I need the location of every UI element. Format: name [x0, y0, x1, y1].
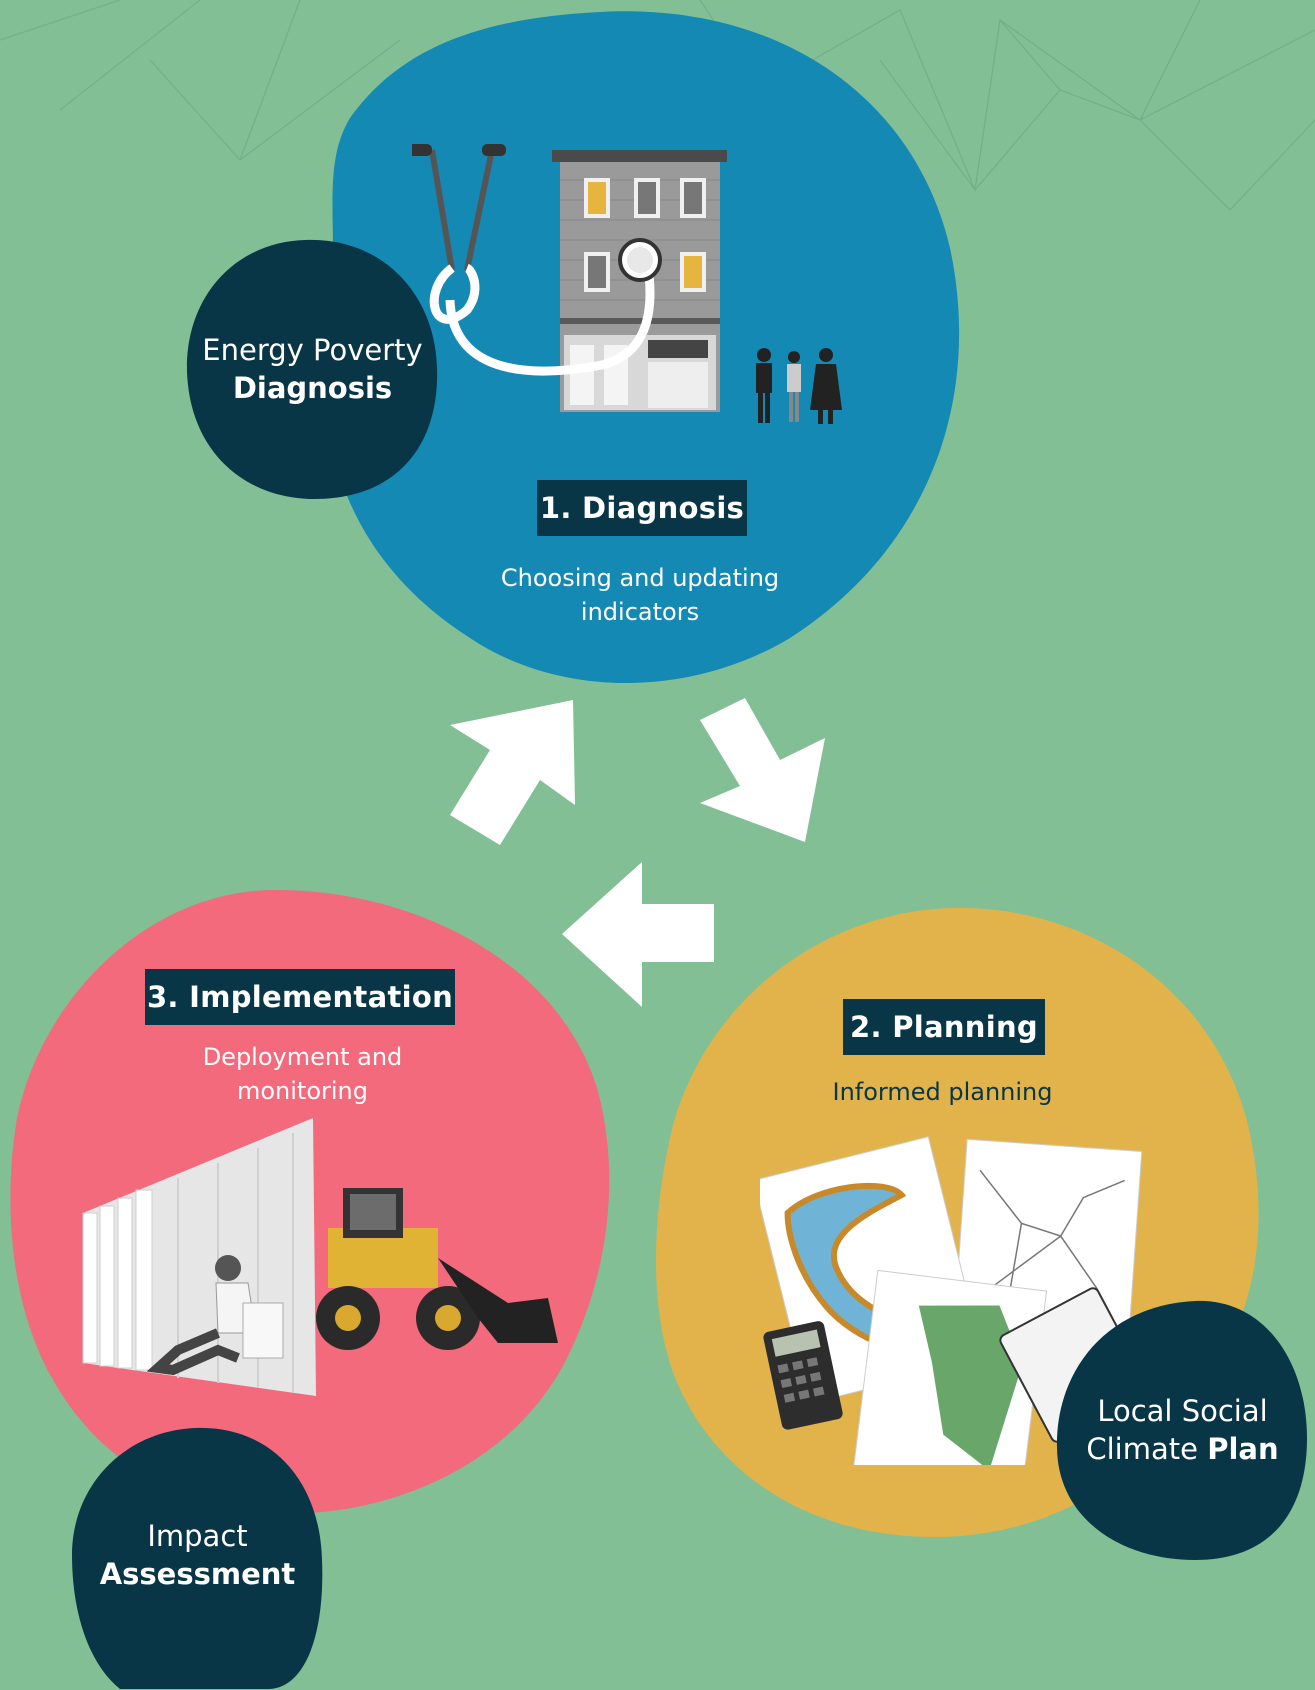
- arrow-planning-to-implementation: [562, 862, 714, 1007]
- outcome-plan-line2-bold: Plan: [1207, 1432, 1279, 1466]
- outcome-diagnosis-line1: Energy Poverty: [202, 333, 423, 367]
- stage-subtitle-implementation: Deployment and monitoring: [130, 1040, 475, 1108]
- maps-calculator-illustration: [760, 1136, 1151, 1465]
- outcome-assessment-line2: Assessment: [99, 1557, 296, 1591]
- stage-title-planning: 2. Planning: [843, 999, 1045, 1055]
- outcome-label-diagnosis: Energy Poverty Diagnosis: [185, 331, 440, 407]
- implementation-subtitle-line1: Deployment and: [202, 1043, 403, 1071]
- outcome-assessment-line1: Impact: [147, 1519, 248, 1553]
- outcome-plan-line2-regular: Climate: [1086, 1432, 1198, 1466]
- stage-title-diagnosis: 1. Diagnosis: [537, 480, 747, 536]
- implementation-subtitle-line2: monitoring: [236, 1077, 368, 1105]
- stethoscope-house-illustration: [412, 144, 842, 424]
- insulation-loader-illustration: [82, 1118, 558, 1396]
- outcome-blob-assessment: [72, 1427, 323, 1689]
- diagnosis-subtitle-line1: Choosing and updating: [500, 564, 780, 592]
- stage-subtitle-diagnosis: Choosing and updating indicators: [450, 561, 830, 629]
- outcome-blob-diagnosis: [186, 239, 438, 499]
- outcome-diagnosis-line2: Diagnosis: [232, 371, 393, 405]
- outcome-label-assessment: Impact Assessment: [70, 1517, 325, 1593]
- stage-title-implementation: 3. Implementation: [145, 969, 455, 1025]
- arrow-implementation-to-diagnosis: [450, 700, 575, 845]
- arrow-diagnosis-to-planning: [700, 698, 825, 842]
- stage-subtitle-planning: Informed planning: [832, 1078, 1053, 1106]
- outcome-label-plan: Local Social Climate Plan: [1055, 1392, 1310, 1468]
- outcome-plan-line1: Local Social: [1097, 1394, 1268, 1428]
- outcome-blob-plan: [1056, 1300, 1307, 1560]
- diagnosis-subtitle-line2: indicators: [580, 598, 700, 626]
